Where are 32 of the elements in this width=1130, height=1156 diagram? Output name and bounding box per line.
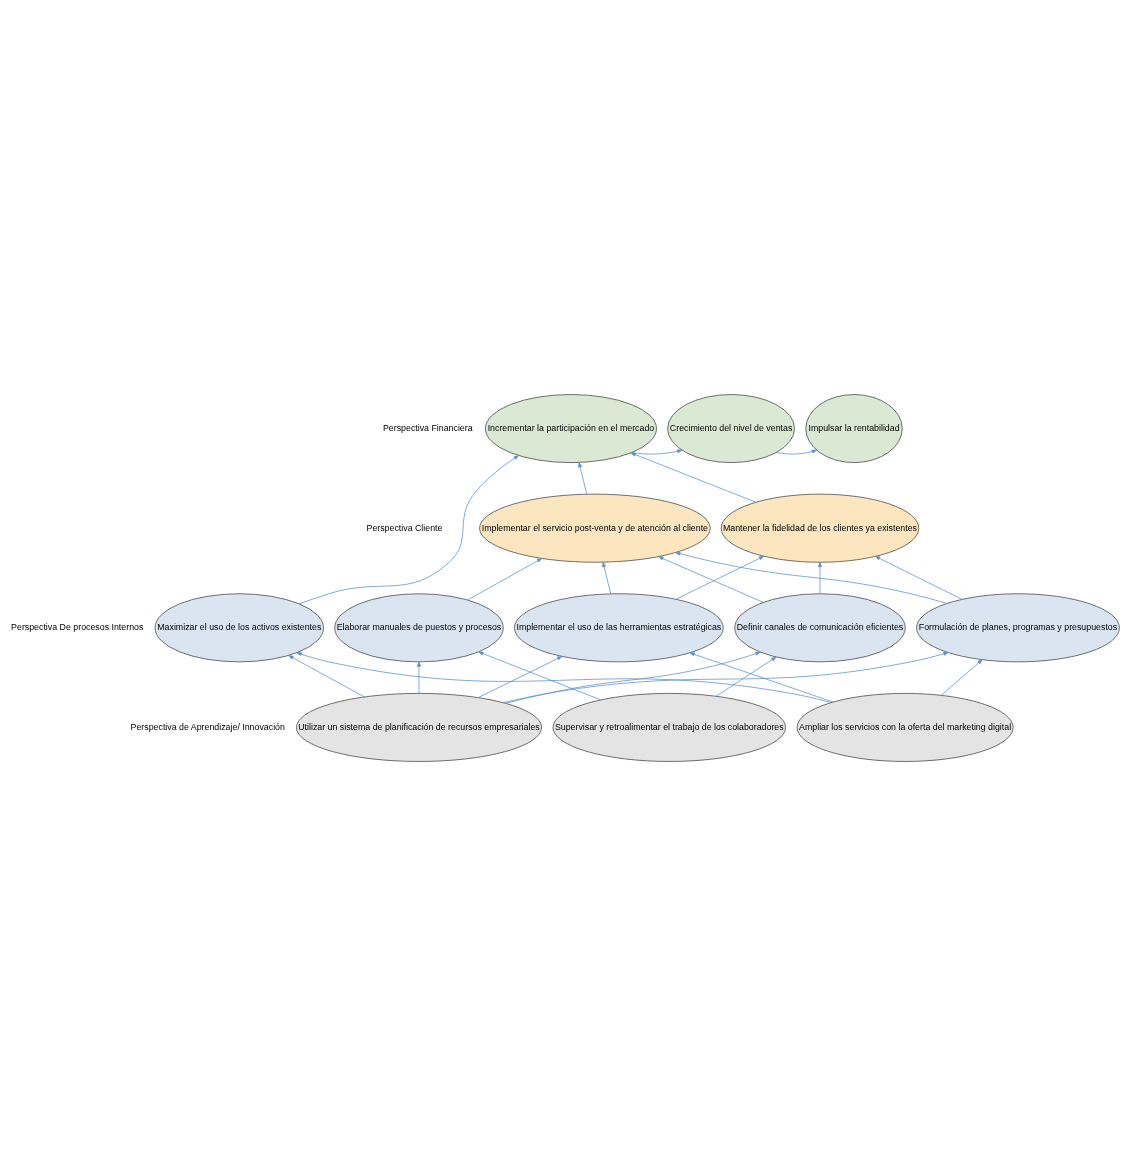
arrow: [776, 449, 817, 455]
node-ellipse: Supervisar y retroalimentar el trabajo de los colaboradores: [552, 693, 786, 762]
arrow: [478, 651, 602, 701]
arrow: [478, 656, 563, 698]
arrow: [503, 651, 949, 704]
label: Perspectiva De procesos Internos: [11, 622, 144, 633]
arrow: [715, 656, 777, 697]
node-ellipse: Elaborar manuales de puestos y procesos: [334, 593, 504, 663]
label: Perspectiva de Aprendizaje/ Innovación: [130, 721, 285, 732]
arrow: [578, 462, 588, 495]
node-ellipse: Utilizar un sistema de planificación de recursos empresariales: [296, 693, 542, 762]
arrow: [296, 652, 832, 703]
arrow: [631, 449, 683, 455]
node-ellipse: Crecimiento del nivel de ventas: [667, 394, 795, 463]
label: Perspectiva Financiera: [382, 422, 473, 433]
arrow: [875, 556, 963, 600]
arrow: [675, 551, 948, 604]
arrow: [288, 655, 365, 698]
arrow: [505, 651, 761, 704]
arrow: [658, 556, 764, 603]
arrow: [689, 652, 834, 703]
node-ellipse: Impulsar la rentabilidad: [805, 394, 903, 463]
arrow: [941, 659, 983, 696]
arrow: [467, 558, 543, 601]
arrow: [818, 561, 822, 594]
arrow: [675, 555, 765, 600]
arrow: [298, 455, 519, 605]
node-ellipse: Ampliar los servicios con la oferta del marketing digital: [796, 693, 1014, 762]
arrow: [602, 561, 612, 594]
arrow: [417, 661, 421, 694]
arrow: [630, 452, 757, 503]
label: Perspectiva Cliente: [366, 522, 443, 533]
